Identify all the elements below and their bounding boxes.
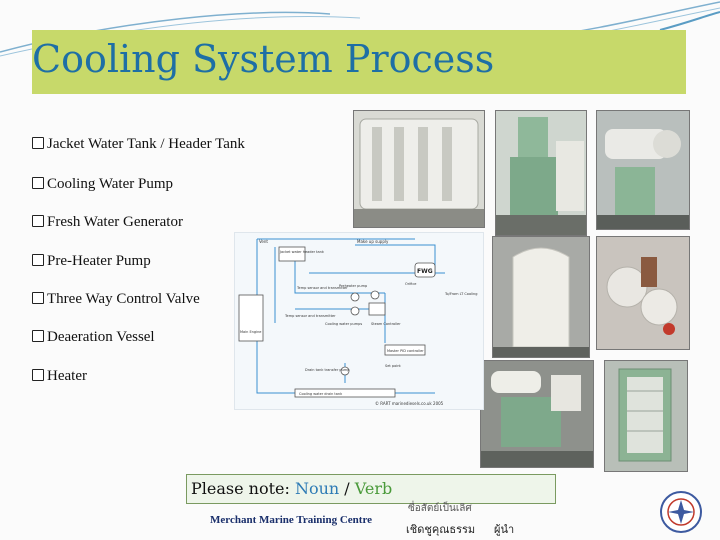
fresh-water-generator-photo [596, 110, 690, 230]
training-centre-seal-logo [656, 490, 706, 534]
diagram-label: Set point [385, 364, 401, 368]
bullet-text: Pre-Heater Pump [47, 253, 151, 269]
header-tank-photo [353, 110, 485, 228]
bullet-text: Three Way Control Valve [47, 291, 200, 307]
note-prefix: Please note: [191, 479, 295, 498]
diagram-copyright: © RART marinediesels.co.uk 2005 [375, 401, 444, 406]
footer-centre-name: Merchant Marine Training Centre [210, 514, 373, 526]
bullet-item: Fresh Water Generator [32, 214, 183, 231]
checkbox-bullet-icon [32, 369, 44, 381]
footer-thai-right: ผู้นำ [494, 524, 515, 536]
diagram-label: Temp sensor and transmitter [296, 286, 348, 290]
diagram-label: Master PID controller [387, 349, 424, 353]
diagram-label: Drain tank transfer pump [305, 368, 350, 372]
diagram-label: Steam Controller [371, 322, 401, 326]
note-separator: / [339, 479, 355, 498]
cooling-system-diagram: Vent Jacket water header tank Make up su… [234, 232, 484, 410]
diagram-label: Make up supply [357, 239, 389, 244]
diagram-label: Main Engine [240, 330, 261, 334]
footer-thai-top: ซื่อสัตย์เป็นเลิศ [408, 503, 472, 514]
bullet-text: Fresh Water Generator [47, 214, 183, 230]
diagram-label: To/From LT Cooling [444, 292, 477, 296]
checkbox-bullet-icon [32, 177, 44, 189]
slide-title: Cooling System Process [32, 37, 495, 81]
bullet-text: Jacket Water Tank / Header Tank [47, 136, 245, 152]
bullet-text: Deaeration Vessel [47, 329, 155, 345]
diagram-label: Jacket water header tank [279, 250, 325, 254]
footer-thai-bottom: เชิดชูคุณธรรม [406, 524, 476, 536]
cooling-pump-photo [495, 110, 587, 236]
checkbox-bullet-icon [32, 254, 44, 266]
diagram-label: Orifice [405, 282, 416, 286]
bullet-item: Three Way Control Valve [32, 291, 200, 308]
bullet-item: Cooling Water Pump [32, 176, 173, 193]
bullet-item: Heater [32, 368, 87, 385]
deaeration-vessel-photo [492, 236, 590, 358]
note-verb: Verb [354, 479, 393, 498]
diagram-label: Cooling water pumps [325, 322, 362, 326]
checkbox-bullet-icon [32, 330, 44, 342]
diagram-label: Cooling water drain tank [299, 392, 343, 396]
diagram-label: Temp sensor and transmitter [284, 314, 336, 318]
bullet-text: Cooling Water Pump [47, 176, 174, 192]
three-way-valve-photo [596, 236, 690, 350]
diagram-label: Vent [259, 239, 268, 244]
bullet-text: Heater [47, 368, 87, 384]
checkbox-bullet-icon [32, 292, 44, 304]
note-box: Please note: Noun / Verb [186, 474, 556, 504]
checkbox-bullet-icon [32, 215, 44, 227]
bullet-item: Pre-Heater Pump [32, 253, 151, 270]
plate-heat-exchanger-photo [604, 360, 688, 472]
note-noun: Noun [294, 479, 340, 498]
diagram-label: Preheater pump [339, 284, 368, 288]
heater-photo [480, 360, 594, 468]
diagram-label: FWG [417, 268, 433, 275]
title-bar [32, 30, 686, 94]
bullet-item: Deaeration Vessel [32, 329, 155, 346]
checkbox-bullet-icon [32, 137, 44, 149]
bullet-item: Jacket Water Tank / Header Tank [32, 136, 245, 153]
